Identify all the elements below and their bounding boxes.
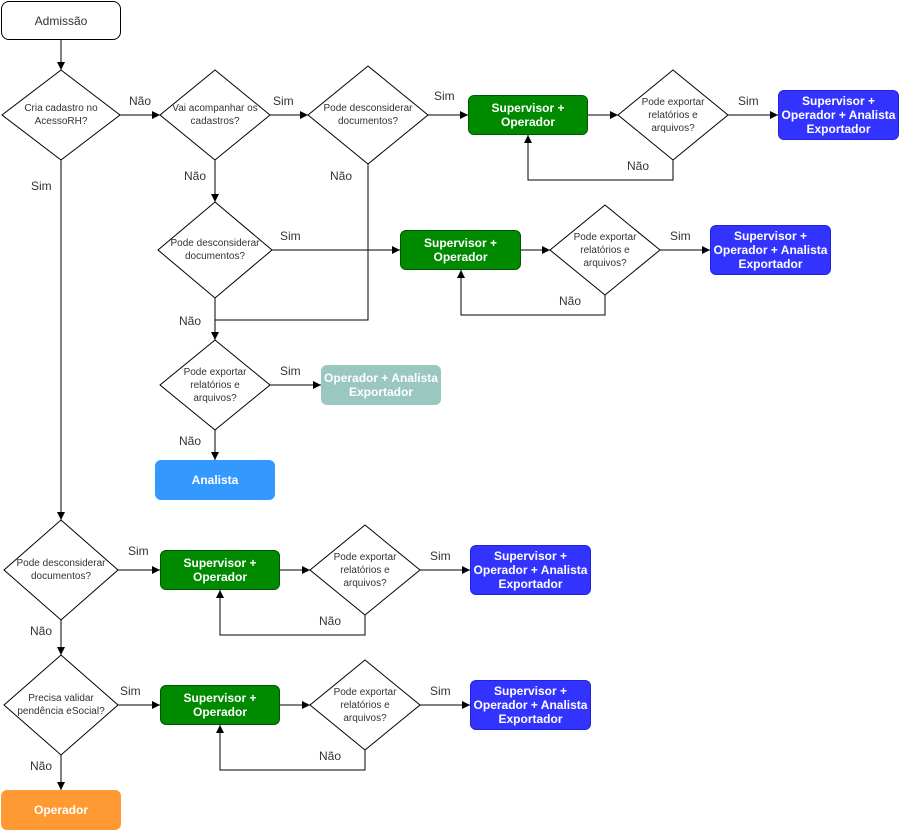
role-supervisor-operador-analista-4: Supervisor + Operador + Analista Exporta… [470, 680, 591, 730]
edge-label-no: Não [179, 434, 202, 448]
decision-text-export-2: Pode exportar relatórios e arquivos? [573, 231, 637, 269]
edge-label-yes: Sim [434, 89, 455, 103]
start-node: Admissão [1, 1, 121, 40]
edge-label-no: Não [179, 314, 202, 328]
edge-export-1-no [524, 135, 674, 181]
edge-label-no: Não [129, 94, 152, 108]
edge-label-no: Não [184, 169, 207, 183]
decision-text-export-1: Pode exportar relatórios e arquivos? [641, 96, 705, 134]
role-supervisor-operador-analista-1: Supervisor + Operador + Analista Exporta… [778, 90, 899, 140]
edge-label-no: Não [30, 759, 53, 773]
role-analista: Analista [155, 460, 275, 500]
edge-label-no: Não [319, 749, 342, 763]
edge-label-no: Não [559, 294, 582, 308]
edge-label-no: Não [30, 624, 53, 638]
role-supervisor-operador-analista-3: Supervisor + Operador + Analista Exporta… [470, 545, 591, 595]
role-operador: Operador [1, 790, 121, 830]
edge-label-yes: Sim [280, 229, 301, 243]
role-operador-analista: Operador + Analista Exportador [321, 365, 441, 405]
edge-label-yes: Sim [430, 684, 451, 698]
edge-label-yes: Sim [280, 364, 301, 378]
edge-label-yes: Sim [738, 94, 759, 108]
edge-disregard-1-no [215, 164, 369, 321]
edge-label-yes: Sim [120, 684, 141, 698]
role-supervisor-operador-1: Supervisor + Operador [468, 95, 588, 135]
role-supervisor-operador-analista-2: Supervisor + Operador + Analista Exporta… [710, 225, 831, 275]
decision-text-create-record: Cria cadastro no AcessoRH? [24, 103, 98, 127]
edge-export-2-no [457, 270, 606, 316]
decision-text-disregard-docs-2: Pode desconsiderar documentos? [170, 238, 260, 262]
edge-label-yes: Sim [128, 544, 149, 558]
decision-text-follow-records: Vai acompanhar os cadastros? [172, 103, 258, 127]
decision-text-esocial: Precisa validar pendência eSocial? [17, 693, 105, 717]
edge-label-no: Não [330, 169, 353, 183]
edge-label-no: Não [627, 159, 650, 173]
decision-text-export-3: Pode exportar relatórios e arquivos? [183, 366, 247, 404]
role-supervisor-operador-2: Supervisor + Operador [400, 230, 521, 270]
role-supervisor-operador-3: Supervisor + Operador [160, 550, 280, 590]
edge-label-no: Não [319, 614, 342, 628]
decision-text-disregard-docs-1: Pode desconsiderar documentos? [323, 103, 413, 127]
edge-label-yes: Sim [31, 179, 52, 193]
decision-text-export-4: Pode exportar relatórios e arquivos? [333, 551, 397, 589]
edge-label-yes: Sim [273, 94, 294, 108]
role-supervisor-operador-4: Supervisor + Operador [160, 685, 280, 725]
edge-export-4-no [216, 590, 366, 636]
decision-text-export-5: Pode exportar relatórios e arquivos? [333, 686, 397, 724]
edge-label-yes: Sim [670, 229, 691, 243]
edge-export-5-no [216, 725, 366, 771]
decision-text-disregard-docs-3: Pode desconsiderar documentos? [16, 558, 106, 582]
edge-label-yes: Sim [430, 549, 451, 563]
